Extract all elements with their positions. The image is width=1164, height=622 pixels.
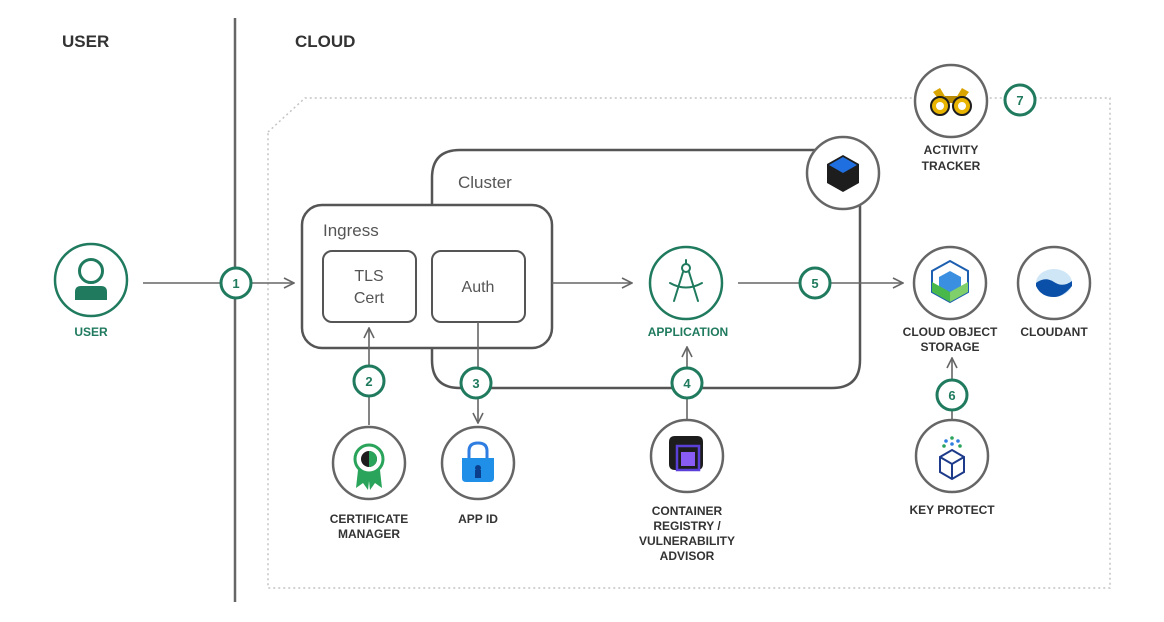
user-zone-title: USER [62,32,109,51]
container-registry-icon [669,436,703,472]
compass-icon [669,259,703,302]
binoculars-icon [930,88,972,116]
certificate-manager-label-line1: CERTIFICATE [330,512,408,526]
key-protect-node[interactable] [914,418,990,494]
cluster-box [430,148,862,390]
certificate-manager-node[interactable] [331,425,407,501]
step-marker-5: 5 [798,266,832,300]
tls-cert-box [322,250,417,323]
kubernetes-cube-icon [827,155,859,192]
svg-text:7: 7 [1016,93,1023,108]
padlock-icon [462,441,494,482]
cloud-object-storage-label-line2: STORAGE [920,340,979,354]
tls-cert-label-line1: TLS [354,268,383,285]
cloudant-node[interactable] [1016,245,1092,321]
certificate-manager-label-line2: MANAGER [338,527,400,541]
step-marker-6: 6 [935,378,969,412]
container-registry-node[interactable] [649,418,725,494]
step-marker-1: 1 [219,266,253,300]
container-registry-label-line3: VULNERABILITY [639,534,735,548]
svg-text:1: 1 [232,276,239,291]
cloud-boundary [267,97,1111,589]
certificate-icon [353,443,385,490]
step-marker-2: 2 [352,364,386,398]
container-registry-label-line4: ADVISOR [660,549,715,563]
auth-label: Auth [462,279,495,296]
svg-text:4: 4 [683,376,691,391]
object-storage-icon [931,259,969,304]
svg-text:5: 5 [811,276,818,291]
ingress-label: Ingress [323,221,379,240]
application-node-label: APPLICATION [648,325,728,339]
cloud-zone-title: CLOUD [295,32,355,51]
kubernetes-node[interactable] [805,135,881,211]
step-marker-4: 4 [670,366,704,400]
svg-text:6: 6 [948,388,955,403]
step-marker-7: 7 [1003,83,1037,117]
app-id-label: APP ID [458,512,498,526]
activity-tracker-node[interactable] [913,63,989,139]
container-registry-label-line1: CONTAINER [652,504,723,518]
user-node-label: USER [74,325,108,339]
cloudant-label: CLOUDANT [1020,325,1088,339]
application-node[interactable] [648,245,724,321]
cloudant-icon [1036,269,1072,297]
cloud-object-storage-label-line1: CLOUD OBJECT [903,325,998,339]
tls-cert-label-line2: Cert [354,290,385,307]
svg-text:3: 3 [472,376,479,391]
app-id-node[interactable] [440,425,516,501]
key-protect-icon [939,436,965,481]
cluster-label: Cluster [458,173,512,192]
svg-text:2: 2 [365,374,372,389]
user-icon [75,258,107,300]
activity-tracker-label-line2: TRACKER [922,159,981,173]
key-protect-label: KEY PROTECT [909,503,995,517]
container-registry-label-line2: REGISTRY / [653,519,721,533]
cloud-object-storage-node[interactable] [912,245,988,321]
user-node[interactable] [53,242,129,318]
step-marker-3: 3 [459,366,493,400]
activity-tracker-label-line1: ACTIVITY [924,143,979,157]
